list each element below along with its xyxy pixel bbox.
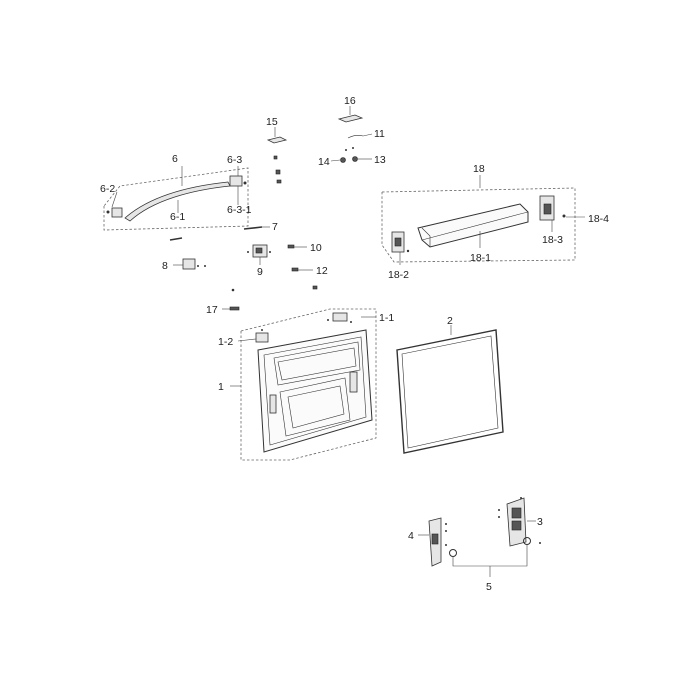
part-1-door-assembly <box>230 308 377 461</box>
label-1: 1 <box>218 381 224 393</box>
part-11-cable <box>347 133 373 139</box>
part-14-13-hinge-pins <box>330 147 372 163</box>
label-18: 18 <box>473 163 485 175</box>
label-12: 12 <box>316 265 328 277</box>
part-2-gasket <box>396 325 504 454</box>
label-13: 13 <box>374 154 386 166</box>
label-18-3: 18-3 <box>542 234 563 246</box>
label-9: 9 <box>257 266 263 278</box>
label-10: 10 <box>310 242 322 254</box>
part-16-plate <box>337 106 364 123</box>
label-1-2: 1-2 <box>218 336 233 348</box>
label-3: 3 <box>537 516 543 528</box>
label-14: 14 <box>318 156 330 168</box>
part-4-bracket <box>418 517 447 567</box>
part-9-hinge <box>247 244 271 265</box>
part-12-screw <box>231 267 318 292</box>
part-8-hinge <box>173 258 206 270</box>
label-7: 7 <box>272 221 278 233</box>
label-4: 4 <box>408 530 414 542</box>
label-1-1: 1-1 <box>379 312 394 324</box>
part-10-screw <box>287 244 307 249</box>
label-15: 15 <box>266 116 278 128</box>
label-6-3: 6-3 <box>227 154 242 166</box>
label-6-1: 6-1 <box>170 211 185 223</box>
part-6-handle-group <box>103 166 249 231</box>
label-16: 16 <box>344 95 356 107</box>
label-18-4: 18-4 <box>588 213 609 225</box>
label-18-2: 18-2 <box>388 269 409 281</box>
part-18-bin-group <box>381 175 585 265</box>
label-6-3-1: 6-3-1 <box>227 204 252 216</box>
label-18-1: 18-1 <box>470 252 491 264</box>
part-7-strip <box>169 226 270 241</box>
label-17: 17 <box>206 304 218 316</box>
label-2: 2 <box>447 315 453 327</box>
part-5-caps <box>449 537 541 577</box>
label-11: 11 <box>374 128 385 140</box>
label-6: 6 <box>172 153 178 165</box>
label-8: 8 <box>162 260 168 272</box>
label-5: 5 <box>486 581 492 593</box>
part-15-bracket <box>266 127 288 184</box>
part-17-screw <box>222 306 240 311</box>
part-3-bracket <box>498 497 536 547</box>
label-6-2: 6-2 <box>100 183 115 195</box>
